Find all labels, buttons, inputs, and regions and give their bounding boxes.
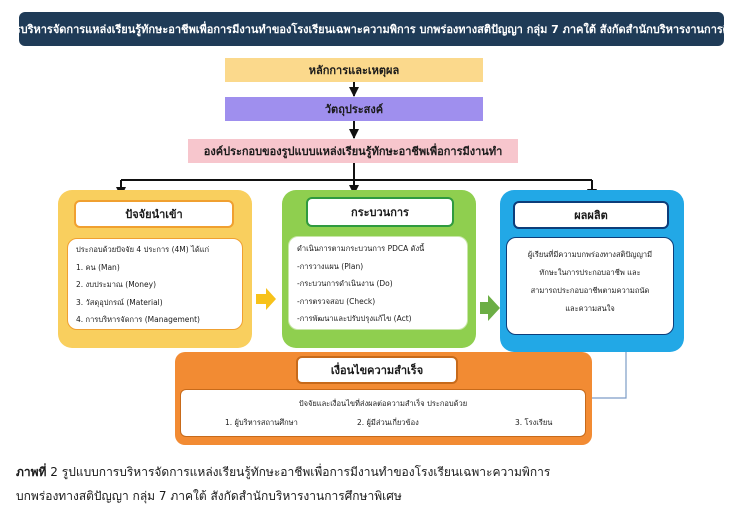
input-item: 3. วัสดุอุปกรณ์ (Material): [76, 297, 163, 307]
success-factor: 3. โรงเรียน: [515, 418, 553, 427]
feedback-line: [592, 352, 627, 399]
success-body: ปัจจัยและเงื่อนไขที่ส่งผลต่อความสำเร็จ ป…: [180, 389, 586, 437]
process-heading: กระบวนการ: [306, 197, 454, 227]
output-line: สามารถประกอบอาชีพตามความถนัด: [530, 286, 650, 295]
components-box: องค์ประกอบของรูปแบบแหล่งเรียนรู้ทักษะอาช…: [188, 139, 518, 163]
output-line: ทักษะในการประกอบอาชีพ และ: [539, 268, 641, 277]
arrow-process-output: [480, 295, 500, 321]
objectives-box: วัตถุประสงค์: [225, 97, 483, 121]
diagram-title: รูปแบบการบริหารจัดการแหล่งเรียนรู้ทักษะอ…: [19, 12, 724, 46]
process-item: -การวางแผน (Plan): [297, 261, 364, 271]
success-intro: ปัจจัยและเงื่อนไขที่ส่งผลต่อความสำเร็จ ป…: [298, 399, 468, 408]
success-heading: เงื่อนไขความสำเร็จ: [296, 356, 458, 384]
output-body: ผู้เรียนที่มีความบกพร่องทางสติปัญญามี ทั…: [506, 237, 674, 335]
process-item: -กระบวนการดำเนินงาน (Do): [297, 279, 393, 288]
figure-caption: ภาพที่ 2 รูปแบบการบริหารจัดการแหล่งเรียน…: [16, 460, 731, 508]
output-line: และความสนใจ: [565, 304, 615, 313]
caption-number: 2: [50, 465, 58, 479]
process-intro: ดำเนินการตามกระบวนการ PDCA ดังนี้: [297, 244, 425, 253]
input-intro: ประกอบด้วยปัจจัย 4 ประการ (4M) ได้แก่: [76, 245, 210, 254]
caption-line1: รูปแบบการบริหารจัดการแหล่งเรียนรู้ทักษะอ…: [61, 465, 551, 479]
principles-box: หลักการและเหตุผล: [225, 58, 483, 82]
caption-line2: บกพร่องทางสติปัญญา กลุ่ม 7 ภาคใต้ สังกัด…: [16, 489, 402, 503]
success-factor: 2. ผู้มีส่วนเกี่ยวข้อง: [357, 418, 419, 427]
input-item: 2. งบประมาณ (Money): [76, 280, 156, 289]
process-body: ดำเนินการตามกระบวนการ PDCA ดังนี้ -การวา…: [288, 236, 468, 330]
input-item: 1. คน (Man): [76, 262, 120, 272]
output-line: ผู้เรียนที่มีความบกพร่องทางสติปัญญามี: [527, 250, 653, 259]
output-heading: ผลผลิต: [513, 201, 669, 229]
input-item: 4. การบริหารจัดการ (Management): [76, 315, 200, 324]
arrow-input-process: [256, 288, 276, 310]
process-item: -การพัฒนาและปรับปรุงแก้ไข (Act): [297, 314, 412, 323]
input-heading: ปัจจัยนำเข้า: [74, 200, 234, 228]
process-item: -การตรวจสอบ (Check): [297, 296, 376, 306]
success-factor: 1. ผู้บริหารสถานศึกษา: [225, 418, 298, 427]
input-body: ประกอบด้วยปัจจัย 4 ประการ (4M) ได้แก่ 1.…: [67, 238, 243, 330]
caption-label: ภาพที่: [16, 465, 47, 479]
